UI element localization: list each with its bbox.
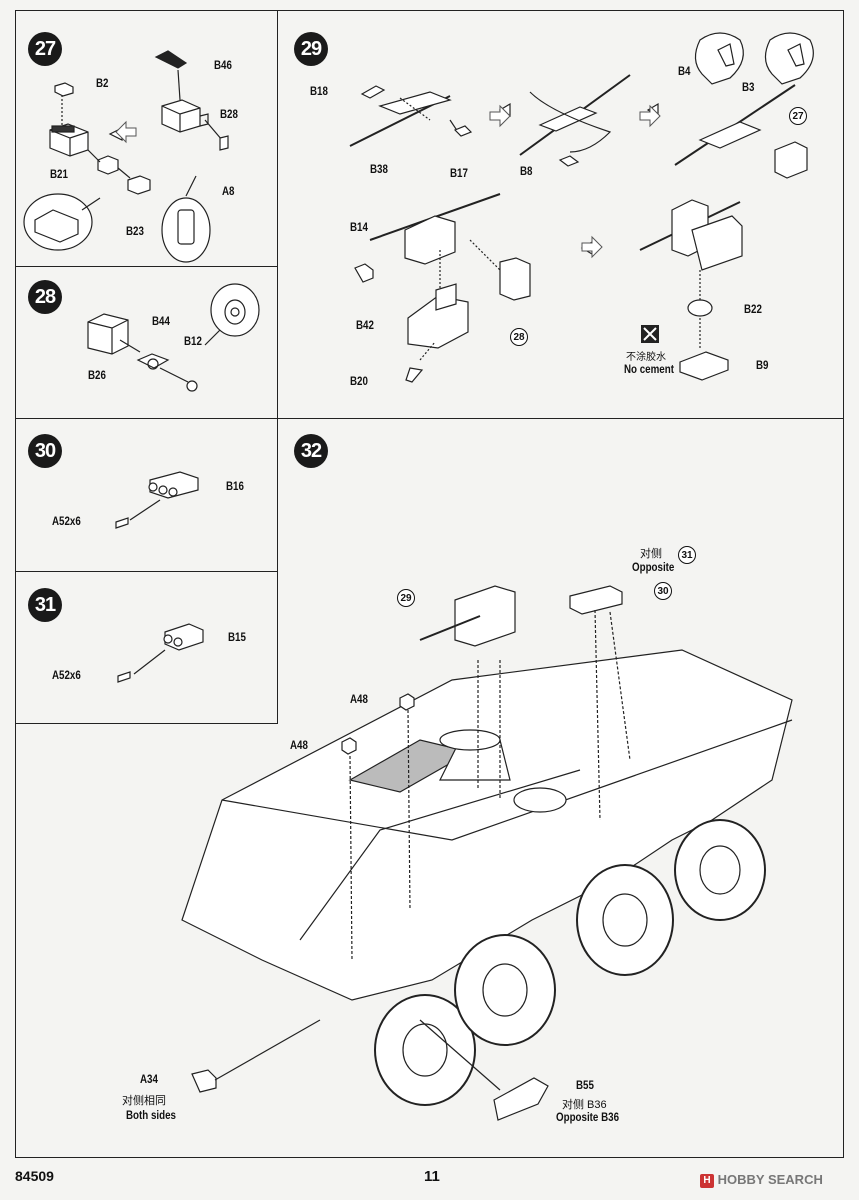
part-label: B18: [310, 86, 328, 98]
part-label: B14: [350, 222, 368, 234]
step-32-badge: 32: [294, 434, 328, 468]
part-label: B38: [370, 164, 388, 176]
step-30-badge: 30: [28, 434, 62, 468]
part-label: B55: [576, 1080, 594, 1092]
part-label: B26: [88, 370, 106, 382]
vehicle-drawing: [181, 585, 793, 1121]
ref-step-29: 29: [397, 589, 415, 607]
step-28-badge: 28: [28, 280, 62, 314]
part-label: A8: [222, 186, 235, 198]
ref-step-28: 28: [510, 328, 528, 346]
step-27-badge: 27: [28, 32, 62, 66]
outer-border-right: [15, 418, 844, 1158]
part-label: B28: [220, 109, 238, 121]
part-label: B23: [126, 226, 144, 238]
part-label: A52x6: [52, 670, 81, 682]
part-label: B3: [742, 82, 755, 94]
part-label: B9: [756, 360, 769, 372]
no-cement-cn: 不涂胶水: [626, 352, 666, 363]
step-30-drawing: [115, 471, 199, 529]
ref-step-31: 31: [678, 546, 696, 564]
ref-step-30: 30: [654, 582, 672, 600]
a34-note-cn: 对侧相同: [122, 1095, 166, 1107]
ref-step-27: 27: [789, 107, 807, 125]
part-label: B2: [96, 78, 109, 90]
part-label: B15: [228, 632, 246, 644]
part-label: A48: [350, 694, 368, 706]
part-label: A34: [140, 1074, 158, 1086]
a34-note-en: Both sides: [126, 1110, 176, 1122]
part-label: B46: [214, 60, 232, 72]
step-29-badge: 29: [294, 32, 328, 66]
page-number: 11: [424, 1168, 440, 1185]
part-label: B4: [678, 66, 691, 78]
part-label: A52x6: [52, 516, 81, 528]
b55-note-cn: 对侧 B36: [562, 1099, 607, 1111]
opposite-en: Opposite: [632, 562, 675, 574]
b55-note-en: Opposite B36: [556, 1112, 620, 1124]
part-label: B20: [350, 376, 368, 388]
step-31-drawing: [117, 623, 204, 683]
step-28-drawing: [87, 283, 260, 392]
part-label: A48: [290, 740, 308, 752]
no-cement-en: No cement: [624, 364, 674, 376]
watermark-logo-icon: H: [700, 1173, 714, 1188]
part-label: B12: [184, 336, 202, 348]
no-cement-icon: [641, 325, 659, 343]
part-label: B8: [520, 166, 533, 178]
product-code: 84509: [15, 1168, 54, 1184]
step-32-panel: [277, 418, 844, 419]
part-label: B17: [450, 168, 468, 180]
part-label: B21: [50, 169, 68, 181]
part-label: B44: [152, 316, 170, 328]
part-label: B22: [744, 304, 762, 316]
step-31-badge: 31: [28, 588, 62, 622]
part-label: B16: [226, 481, 244, 493]
step-29-drawing: [349, 32, 814, 383]
opposite-cn: 对侧: [640, 548, 662, 560]
watermark: H HOBBY SEARCH: [700, 1172, 823, 1188]
part-label: B42: [356, 320, 374, 332]
watermark-text: HOBBY SEARCH: [717, 1172, 823, 1187]
